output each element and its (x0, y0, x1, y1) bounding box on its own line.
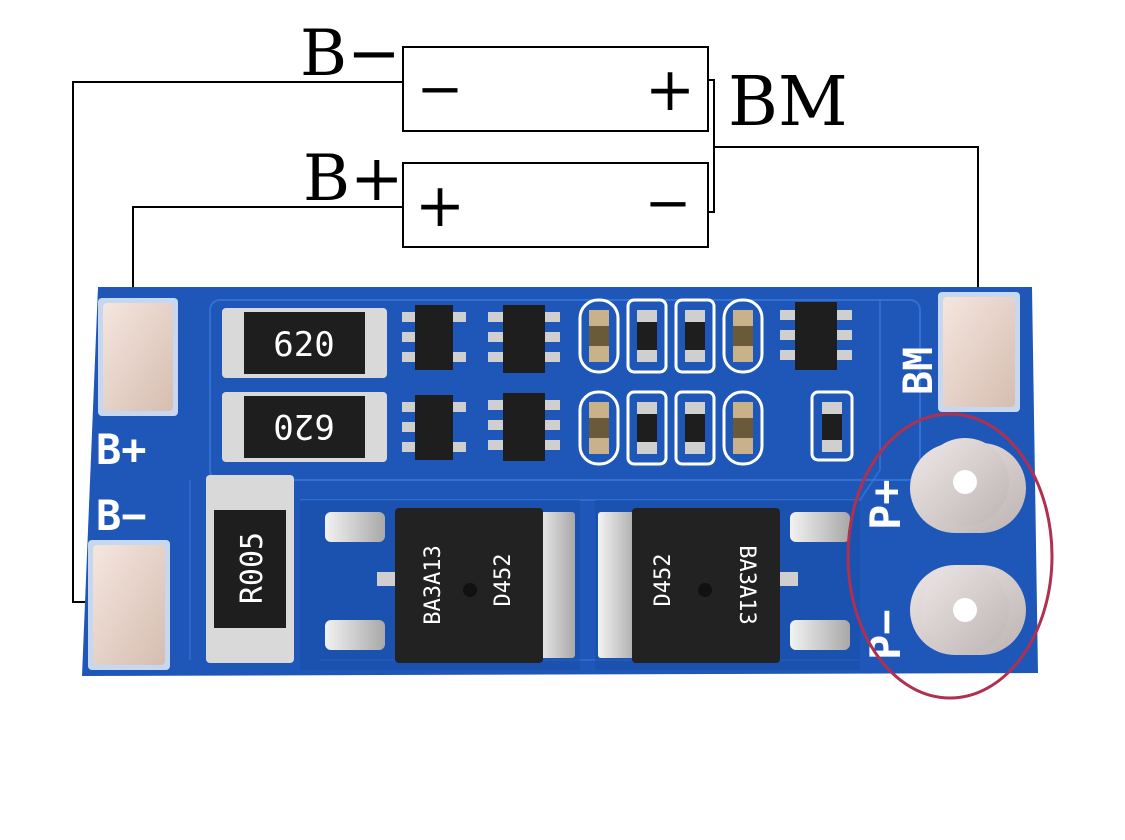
output-pads-highlight-circle (846, 412, 1054, 700)
resistor-r1-marking: 620 (273, 325, 334, 365)
silk-p-plus: P+ (861, 479, 910, 530)
silk-bm: BM (896, 347, 942, 395)
mosfet-left-marking-2: BA3A13 (421, 545, 446, 624)
pcb-board: B+ B− BM P+ P− 620 620 R005 (82, 287, 1038, 676)
mosfet-right-marking-2: BA3A13 (734, 545, 759, 624)
ic-top-right (780, 302, 852, 370)
passive-components (578, 298, 854, 466)
shunt-resistor: R005 (206, 475, 294, 663)
bottom-battery-cell (402, 162, 709, 248)
mosfet-left: D452 BA3A13 (325, 508, 575, 663)
resistor-r2-marking: 620 (273, 406, 334, 446)
mosfet-right-marking-1: D452 (651, 554, 676, 607)
bottom-cell-left-sign: + (415, 171, 465, 241)
mosfet-left-marking-1: D452 (491, 554, 516, 607)
p-minus-pad (910, 565, 1026, 655)
silk-b-minus: B− (96, 491, 147, 540)
top-battery-cell (402, 46, 709, 132)
b-minus-label: B− (300, 17, 401, 91)
b-plus-label: B+ (303, 142, 404, 216)
ic-top-mid (488, 305, 560, 373)
p-plus-pad (910, 438, 1026, 533)
mosfet-right: D452 BA3A13 (598, 508, 850, 663)
bottom-cell-right-sign: − (645, 171, 692, 236)
ic-top-left (402, 305, 466, 370)
top-cell-right-sign: + (645, 55, 695, 125)
bm-label: BM (728, 63, 848, 142)
silk-p-minus: P− (861, 609, 910, 660)
top-cell-left-sign: − (417, 57, 464, 122)
resistor-r1: 620 (222, 308, 387, 378)
silk-b-plus: B+ (96, 425, 147, 474)
resistor-r2: 620 (222, 392, 387, 462)
ic-bottom-mid (488, 393, 560, 461)
shunt-marking: R005 (235, 532, 270, 604)
ic-bottom-left (402, 395, 466, 460)
